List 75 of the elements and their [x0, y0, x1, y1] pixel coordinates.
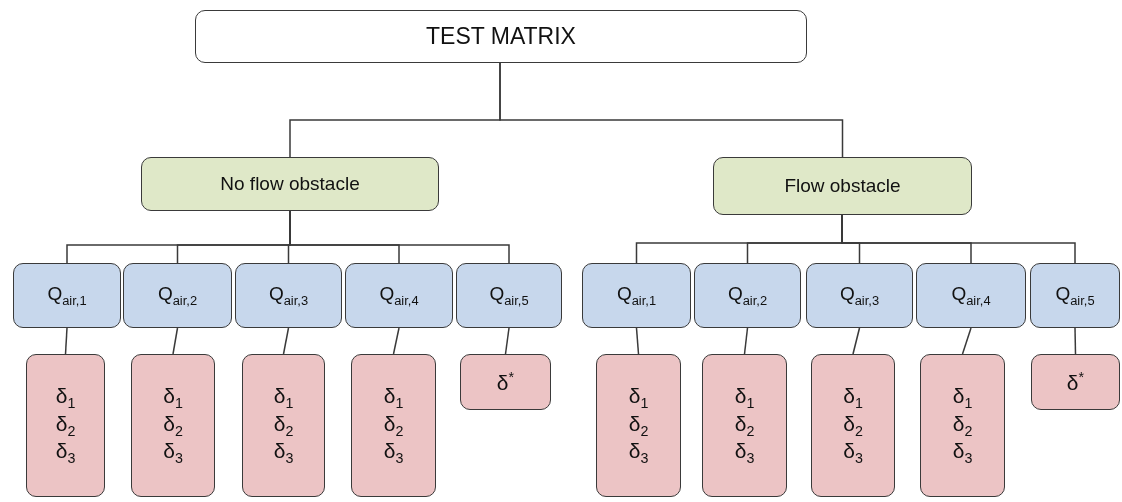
parameter-label: δ$_{2}$ — [843, 411, 863, 440]
parameter-box — [131, 354, 215, 497]
parameter-label: δ$_{3}$ — [628, 439, 649, 467]
box-label: Q$_{air,5}$ — [1055, 282, 1095, 309]
connector-line — [1074, 327, 1077, 355]
category-box — [713, 157, 972, 215]
parameter-label: δ$_{3}$ — [383, 439, 404, 467]
box-label: Q$_{air,1}$ — [47, 282, 87, 309]
connector-line — [289, 210, 510, 264]
connector-line — [499, 62, 844, 158]
parameter-box — [351, 354, 436, 497]
parameter-box — [920, 354, 1005, 497]
parameter-label: δ$_{2}$ — [383, 411, 404, 440]
box-label: Q$_{air,3}$ — [839, 282, 880, 309]
parameter-label: δ$_{2}$ — [952, 411, 973, 440]
connector-line — [392, 327, 400, 355]
connector-line — [841, 214, 1076, 264]
box-label: Q$_{air,2}$ — [157, 282, 198, 309]
parameter-label: δ$_{3}$ — [843, 439, 863, 467]
airflow-box — [582, 263, 691, 328]
connector-line — [852, 327, 861, 355]
parameter-label: δ$_{2}$ — [628, 411, 649, 440]
airflow-box — [235, 263, 342, 328]
airflow-box — [916, 263, 1026, 328]
parameter-label: δ$_{2}$ — [734, 411, 755, 440]
parameter-label: δ$_{2}$ — [273, 411, 294, 440]
parameter-box — [242, 354, 325, 497]
airflow-box — [13, 263, 121, 328]
box-label: Flow obstacle — [784, 175, 901, 197]
connector-line — [172, 327, 179, 355]
parameter-label: δ$_{1}$ — [163, 384, 183, 412]
box-label: No flow obstacle — [220, 173, 360, 195]
box-label: Q$_{air,5}$ — [489, 282, 529, 309]
parameter-label: δ$_{1}$ — [843, 384, 863, 412]
parameter-label: δ$_{3}$ — [163, 439, 183, 467]
box-label: TEST MATRIX — [426, 23, 576, 50]
parameter-label: δ$_{2}$ — [163, 411, 183, 440]
parameter-label: δ$^{*}$ — [1066, 368, 1085, 396]
box-label: Q$_{air,4}$ — [379, 282, 419, 309]
connector-line — [504, 327, 510, 355]
parameter-box — [596, 354, 681, 497]
connector-line — [282, 327, 290, 355]
airflow-box — [456, 263, 562, 328]
airflow-box — [345, 263, 453, 328]
connector-line — [64, 327, 68, 355]
category-box — [141, 157, 439, 211]
parameter-label: δ$_{1}$ — [383, 384, 404, 412]
airflow-box — [123, 263, 232, 328]
parameter-box — [1031, 354, 1120, 410]
parameter-label: δ$_{3}$ — [952, 439, 973, 467]
parameter-label: δ$_{3}$ — [273, 439, 294, 467]
connector-line — [635, 327, 640, 355]
parameter-label: δ$_{1}$ — [952, 384, 973, 412]
connector-line — [961, 327, 972, 355]
airflow-box — [806, 263, 913, 328]
parameter-label: δ$^{*}$ — [496, 368, 515, 396]
parameter-box — [702, 354, 787, 497]
parameter-label: δ$_{1}$ — [55, 384, 76, 412]
parameter-box — [811, 354, 895, 497]
connector-line — [743, 327, 749, 355]
parameter-label: δ$_{1}$ — [734, 384, 755, 412]
parameter-box — [460, 354, 551, 410]
box-label: Q$_{air,4}$ — [951, 282, 991, 309]
parameter-label: δ$_{1}$ — [273, 384, 294, 412]
box-label: Q$_{air,1}$ — [616, 282, 657, 309]
parameter-label: δ$_{3}$ — [734, 439, 755, 467]
parameter-label: δ$_{3}$ — [55, 439, 76, 467]
airflow-box — [694, 263, 801, 328]
box-label: Q$_{air,2}$ — [727, 282, 768, 309]
parameter-label: δ$_{1}$ — [628, 384, 649, 412]
airflow-box — [1030, 263, 1120, 328]
title-box — [195, 10, 807, 63]
parameter-label: δ$_{2}$ — [55, 411, 76, 440]
box-label: Q$_{air,3}$ — [268, 282, 309, 309]
parameter-box — [26, 354, 105, 497]
